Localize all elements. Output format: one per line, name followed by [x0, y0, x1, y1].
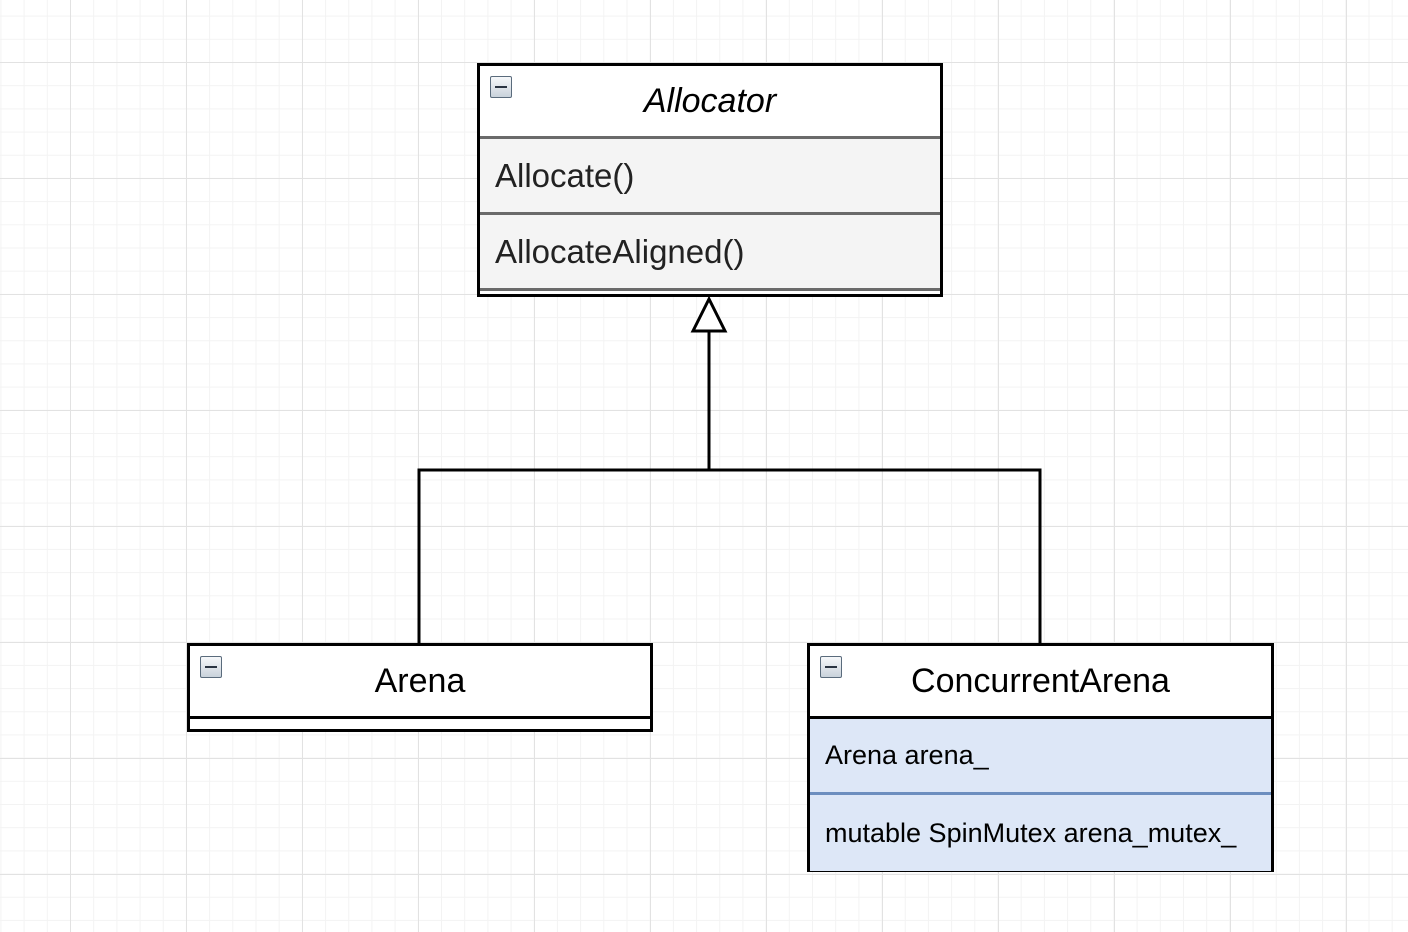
collapse-icon[interactable]: [490, 76, 512, 98]
concurrentarena-class[interactable]: ConcurrentArena Arena arena_ mutable Spi…: [807, 643, 1274, 872]
attribute-row[interactable]: Arena arena_: [810, 719, 1271, 795]
method-row[interactable]: AllocateAligned(): [480, 215, 940, 291]
class-name: Arena: [374, 661, 466, 700]
method-label: Allocate(): [495, 156, 635, 194]
generalization-line-arena[interactable]: [417, 331, 711, 643]
generalization-line-concurrentarena[interactable]: [709, 468, 1042, 643]
class-name: Allocator: [643, 81, 777, 120]
generalization-arrowhead: [690, 295, 728, 333]
attribute-row[interactable]: mutable SpinMutex arena_mutex_: [810, 795, 1271, 871]
class-name: ConcurrentArena: [911, 661, 1170, 700]
arena-class[interactable]: Arena: [187, 643, 653, 732]
allocator-class[interactable]: Allocator Allocate() AllocateAligned(): [477, 63, 943, 297]
collapse-icon[interactable]: [820, 656, 842, 678]
method-row[interactable]: Allocate(): [480, 139, 940, 215]
attribute-label: mutable SpinMutex arena_mutex_: [825, 817, 1237, 848]
collapse-icon[interactable]: [200, 656, 222, 678]
arena-header[interactable]: Arena: [190, 646, 650, 719]
concurrentarena-header[interactable]: ConcurrentArena: [810, 646, 1271, 719]
attribute-label: Arena arena_: [825, 740, 989, 770]
method-label: AllocateAligned(): [495, 232, 745, 270]
allocator-header[interactable]: Allocator: [480, 66, 940, 139]
